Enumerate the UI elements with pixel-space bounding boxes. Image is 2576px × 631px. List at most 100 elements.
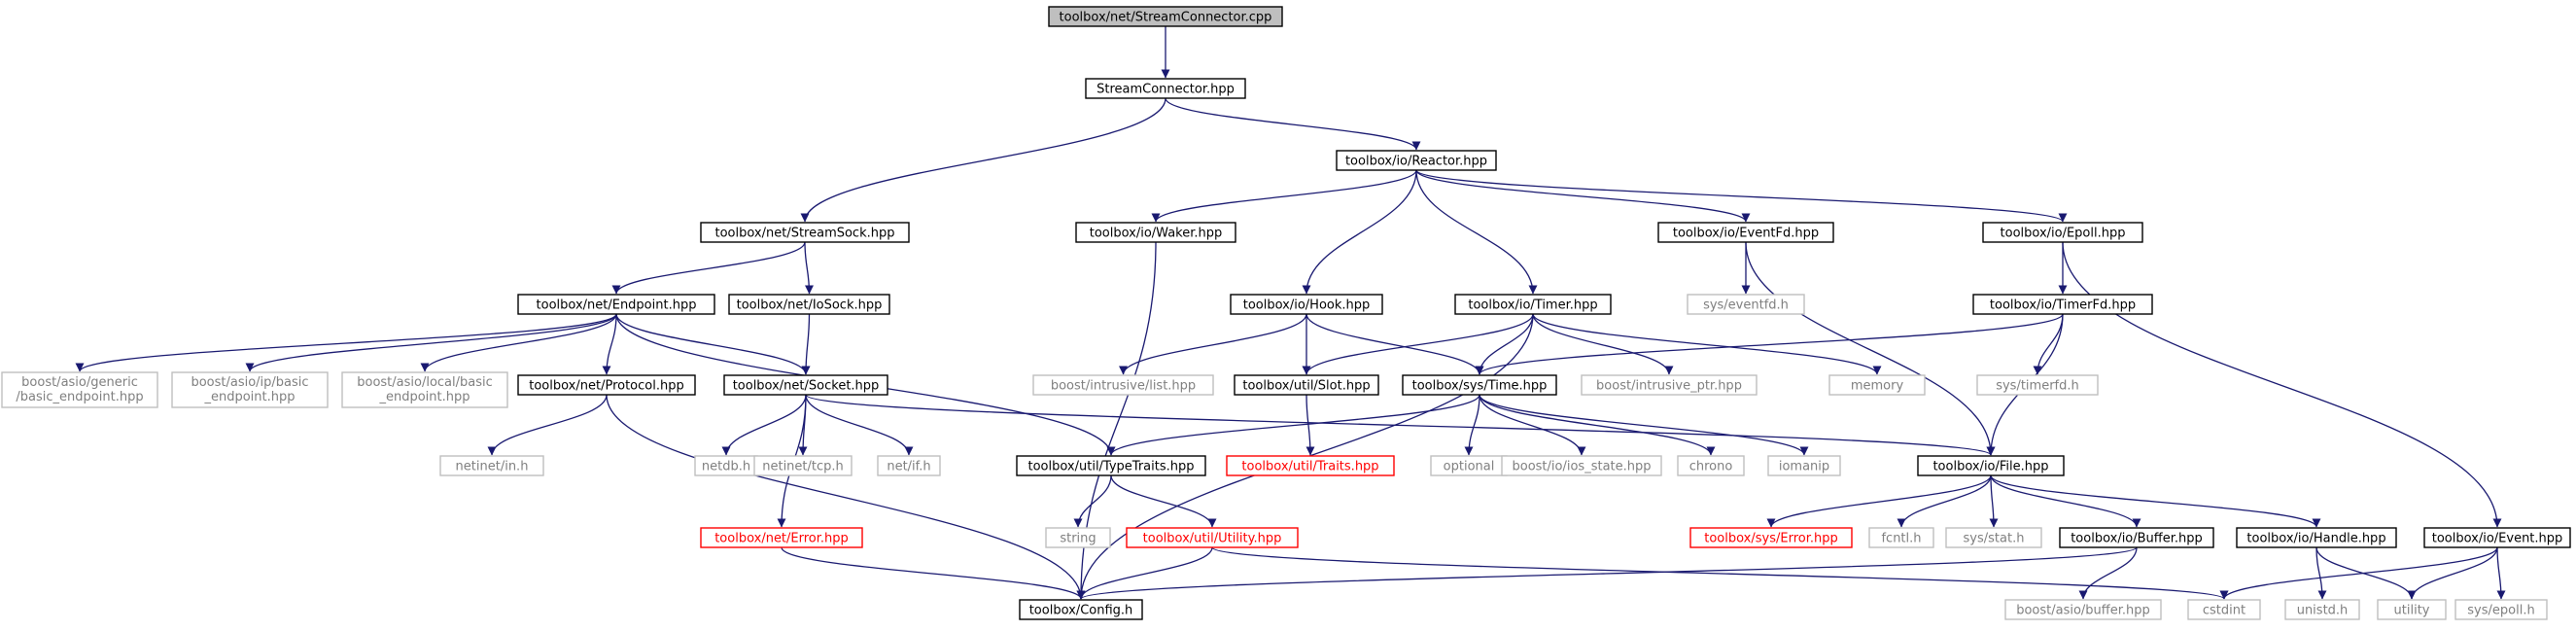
node-netdb: netdb.h bbox=[694, 455, 758, 476]
edge-streamsock-to-iosock bbox=[804, 241, 814, 295]
node-slot[interactable]: toolbox/util/Slot.hpp bbox=[1234, 374, 1379, 396]
node-netinet_in: netinet/in.h bbox=[439, 455, 544, 476]
node-label: toolbox/util/Traits.hpp bbox=[1241, 460, 1378, 474]
node-unistd: unistd.h bbox=[2284, 599, 2360, 620]
node-config[interactable]: toolbox/Config.h bbox=[1019, 599, 1143, 620]
node-label: sys/eventfd.h bbox=[1703, 298, 1789, 313]
edge-streamconnector_hpp-to-reactor bbox=[1165, 97, 1421, 151]
edge-time-to-optional bbox=[1464, 394, 1480, 456]
edge-socket-to-netinet_tcp bbox=[798, 394, 808, 456]
edge-hook-to-intrusive_list bbox=[1119, 313, 1307, 375]
node-streamconnector_hpp[interactable]: StreamConnector.hpp bbox=[1085, 78, 1246, 99]
node-label: toolbox/net/Error.hpp bbox=[714, 532, 849, 546]
node-protocol[interactable]: toolbox/net/Protocol.hpp bbox=[517, 374, 696, 396]
node-time[interactable]: toolbox/sys/Time.hpp bbox=[1402, 374, 1557, 396]
node-label: toolbox/sys/Error.hpp bbox=[1704, 532, 1837, 546]
node-label: boost/intrusive_ptr.hpp bbox=[1596, 379, 1742, 394]
node-label: toolbox/io/File.hpp bbox=[1932, 460, 2048, 474]
node-label: utility bbox=[2394, 604, 2430, 618]
node-traits[interactable]: toolbox/util/Traits.hpp bbox=[1226, 455, 1395, 476]
node-typetraits[interactable]: toolbox/util/TypeTraits.hpp bbox=[1016, 455, 1206, 476]
node-string: string bbox=[1045, 527, 1111, 548]
node-label: toolbox/io/Epoll.hpp bbox=[2001, 227, 2126, 241]
node-netinet_tcp: netinet/tcp.h bbox=[753, 455, 853, 476]
node-waker[interactable]: toolbox/io/Waker.hpp bbox=[1075, 222, 1236, 243]
node-iosock[interactable]: toolbox/net/IoSock.hpp bbox=[728, 294, 890, 315]
edge-socket-to-netdb bbox=[721, 394, 807, 456]
node-box bbox=[439, 455, 544, 476]
node-file[interactable]: toolbox/io/File.hpp bbox=[1917, 455, 2065, 476]
node-streamsock[interactable]: toolbox/net/StreamSock.hpp bbox=[700, 222, 910, 243]
node-box bbox=[1230, 294, 1383, 315]
node-sys_error[interactable]: toolbox/sys/Error.hpp bbox=[1689, 527, 1853, 548]
node-event[interactable]: toolbox/io/Event.hpp bbox=[2423, 527, 2571, 548]
node-box bbox=[1501, 455, 1662, 476]
edge-utility_hpp-to-cstdint bbox=[1211, 546, 2229, 600]
node-box bbox=[1402, 374, 1557, 396]
node-endpoint[interactable]: toolbox/net/Endpoint.hpp bbox=[517, 294, 715, 315]
edge-time-to-ios_state bbox=[1479, 394, 1586, 456]
node-buffer[interactable]: toolbox/io/Buffer.hpp bbox=[2059, 527, 2214, 548]
node-timerfd_hpp[interactable]: toolbox/io/TimerFd.hpp bbox=[1972, 294, 2153, 315]
node-label: toolbox/io/Buffer.hpp bbox=[2071, 532, 2203, 546]
node-net_error[interactable]: toolbox/net/Error.hpp bbox=[700, 527, 863, 548]
node-reactor[interactable]: toolbox/io/Reactor.hpp bbox=[1336, 150, 1497, 171]
node-label: toolbox/io/TimerFd.hpp bbox=[1990, 298, 2136, 313]
node-sys_eventfd: sys/eventfd.h bbox=[1687, 294, 1805, 315]
edge-socket-to-file bbox=[805, 394, 1996, 456]
node-box bbox=[1689, 527, 1853, 548]
node-box bbox=[1982, 222, 2143, 243]
node-box bbox=[1126, 527, 1299, 548]
dependency-nodes: toolbox/net/StreamConnector.cppStreamCon… bbox=[1, 6, 2571, 620]
node-label: boost/asio/generic/basic_endpoint.hpp bbox=[16, 375, 143, 404]
node-label: netinet/in.h bbox=[456, 460, 529, 474]
node-iomanip: iomanip bbox=[1767, 455, 1841, 476]
node-box bbox=[1945, 527, 2042, 548]
edge-timer-to-slot bbox=[1302, 313, 1534, 375]
node-box bbox=[1336, 150, 1497, 171]
node-box bbox=[723, 374, 888, 396]
node-box bbox=[171, 371, 329, 408]
node-label: toolbox/sys/Time.hpp bbox=[1412, 379, 1548, 394]
node-handle[interactable]: toolbox/io/Handle.hpp bbox=[2236, 527, 2397, 548]
node-label: string bbox=[1060, 532, 1096, 546]
node-timer[interactable]: toolbox/io/Timer.hpp bbox=[1454, 294, 1612, 315]
node-label: toolbox/io/Timer.hpp bbox=[1468, 298, 1597, 313]
node-label: boost/io/ios_state.hpp bbox=[1513, 460, 1652, 474]
node-box bbox=[1581, 374, 1758, 396]
edge-reactor-to-eventfd_hpp bbox=[1415, 169, 1751, 223]
node-label: toolbox/net/StreamConnector.cpp bbox=[1060, 11, 1272, 25]
node-epoll_hpp[interactable]: toolbox/io/Epoll.hpp bbox=[1982, 222, 2143, 243]
node-asio_local: boost/asio/local/basic_endpoint.hpp bbox=[341, 371, 508, 408]
node-intrusive_ptr: boost/intrusive_ptr.hpp bbox=[1581, 374, 1758, 396]
node-box bbox=[1, 371, 158, 408]
node-intrusive_list: boost/intrusive/list.hpp bbox=[1032, 374, 1214, 396]
node-label: toolbox/io/Hook.hpp bbox=[1243, 298, 1371, 313]
node-box bbox=[517, 294, 715, 315]
node-label: sys/stat.h bbox=[1964, 532, 2025, 546]
node-label: toolbox/io/Reactor.hpp bbox=[1345, 155, 1487, 169]
dependency-edges bbox=[75, 25, 2506, 600]
node-box bbox=[1032, 374, 1214, 396]
edge-slot-to-traits bbox=[1305, 394, 1315, 456]
edge-typetraits-to-utility_hpp bbox=[1110, 474, 1217, 528]
node-label: StreamConnector.hpp bbox=[1097, 83, 1235, 97]
node-label: toolbox/io/Handle.hpp bbox=[2246, 532, 2385, 546]
node-label: toolbox/net/Protocol.hpp bbox=[529, 379, 683, 394]
edge-time-to-chrono bbox=[1479, 394, 1716, 456]
node-utility_hpp[interactable]: toolbox/util/Utility.hpp bbox=[1126, 527, 1299, 548]
node-eventfd_hpp[interactable]: toolbox/io/EventFd.hpp bbox=[1657, 222, 1834, 243]
node-box bbox=[1917, 455, 2065, 476]
node-box bbox=[1234, 374, 1379, 396]
node-label: chrono bbox=[1689, 460, 1733, 474]
node-box bbox=[517, 374, 696, 396]
edge-event-to-cstdint bbox=[2219, 546, 2498, 600]
node-hook[interactable]: toolbox/io/Hook.hpp bbox=[1230, 294, 1383, 315]
edge-timer-to-memory bbox=[1532, 313, 1882, 375]
node-box bbox=[2377, 599, 2447, 620]
node-box bbox=[2423, 527, 2571, 548]
node-label: boost/asio/local/basic_endpoint.hpp bbox=[357, 375, 493, 404]
node-streamconnector_cpp[interactable]: toolbox/net/StreamConnector.cpp bbox=[1048, 6, 1283, 27]
edge-utility_hpp-to-config bbox=[1076, 546, 1213, 600]
node-socket[interactable]: toolbox/net/Socket.hpp bbox=[723, 374, 888, 396]
